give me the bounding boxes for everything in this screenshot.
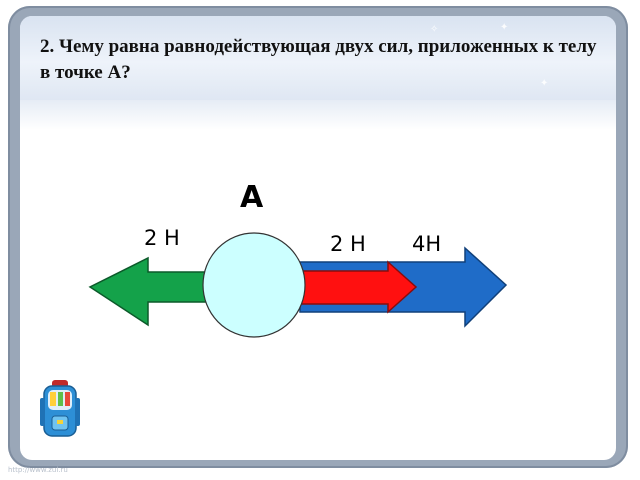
point-a-label: А xyxy=(240,180,264,215)
sparkle-icon: ✦ xyxy=(540,78,549,89)
sparkle-icon: ✧ xyxy=(430,24,439,35)
slide-title: 2. Чему равна равнодействующая двух сил,… xyxy=(40,36,597,83)
sparkle-icon: ✦ xyxy=(585,40,594,51)
force-left-label: 2 Н xyxy=(144,226,180,250)
watermark: http://www.zul.ru xyxy=(8,466,68,474)
title-band-shadow xyxy=(20,100,616,130)
body-circle xyxy=(202,232,306,338)
backpack-icon xyxy=(40,380,80,437)
force-arrow-left xyxy=(88,256,211,327)
title-band xyxy=(20,16,616,100)
force-right-small-label: 2 Н xyxy=(330,232,366,256)
sparkle-icon: ✦ xyxy=(500,22,509,33)
force-right-large-label: 4Н xyxy=(412,232,442,256)
force-arrow-right-small xyxy=(297,260,418,314)
